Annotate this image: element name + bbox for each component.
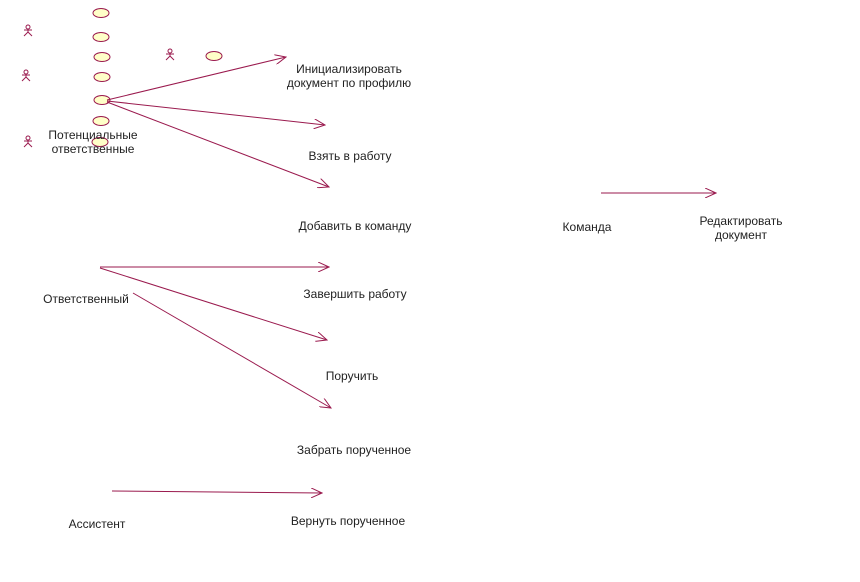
usecase-label-edit-doc: Редактировать документ [699, 214, 783, 242]
actor-icon [165, 48, 175, 61]
actor-icon [23, 135, 33, 148]
actor-label-team: Команда [562, 220, 612, 234]
usecase-label-take-work: Взять в работу [308, 149, 392, 163]
arrow-take-work [106, 100, 325, 125]
usecase-ellipses [91, 8, 223, 147]
arrow-add-team [106, 101, 329, 187]
actor-label-responsible: Ответственный [43, 292, 129, 306]
actor-icon [21, 69, 31, 82]
arrow-take-assigned [132, 292, 331, 408]
usecase-label-return-assigned: Вернуть порученное [290, 514, 406, 528]
usecase-ellipse [91, 137, 109, 147]
actor-icon [23, 24, 33, 37]
usecase-ellipse [205, 51, 223, 61]
usecase-label-assign: Поручить [325, 369, 379, 383]
actor-label-assistant: Ассистент [68, 517, 126, 531]
usecase-label-take-assigned: Забрать порученное [296, 443, 412, 457]
usecase-ellipse [92, 8, 110, 18]
usecase-ellipse [93, 52, 111, 62]
usecase-label-add-team: Добавить в команду [298, 219, 412, 233]
arrow-init-doc [106, 57, 286, 101]
usecase-ellipse [93, 72, 111, 82]
usecase-ellipse [93, 95, 111, 105]
usecase-label-finish-work: Завершить работу [303, 287, 407, 301]
usecase-ellipse [92, 116, 110, 126]
usecase-ellipse [92, 32, 110, 42]
actor-label-potential: Потенциальные ответственные [48, 128, 138, 156]
usecase-label-init-doc: Инициализировать документ по профилю [286, 62, 412, 90]
arrow-return-assigned [111, 491, 322, 493]
arrow-assign [99, 267, 327, 340]
associations [99, 57, 716, 493]
